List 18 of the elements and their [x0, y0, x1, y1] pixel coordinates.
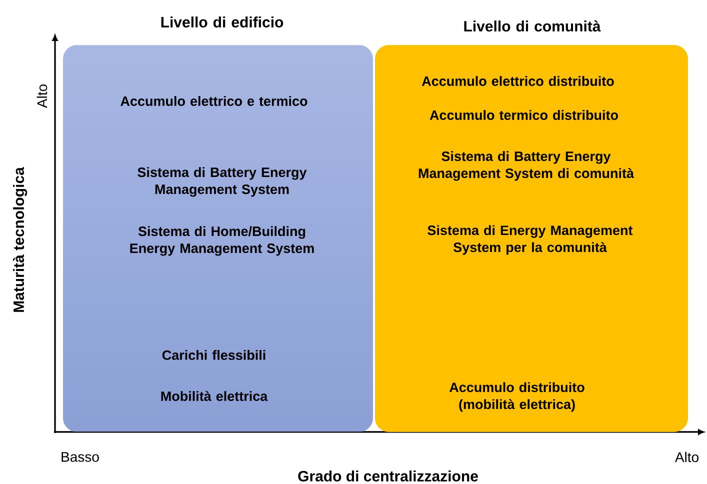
- panel-item: Sistema di Battery Energy Management System di comunità: [418, 151, 634, 181]
- panel-heading: Livello di comunità: [464, 20, 601, 32]
- axis-tick-label: Alto: [674, 452, 698, 462]
- level-panel: [375, 45, 688, 432]
- panel-item: Accumulo elettrico e termico: [120, 96, 308, 106]
- panel-item: Carichi flessibili: [162, 350, 266, 360]
- axis-tick-label: Basso: [62, 452, 99, 462]
- axis-title: Maturità tecnologica: [12, 166, 28, 312]
- panel-item: Accumulo distribuito (mobilità elettrica): [449, 382, 584, 412]
- panel-item: Accumulo elettrico distribuito: [422, 76, 614, 86]
- axis-title: Grado di centralizzazione: [298, 470, 478, 482]
- panel-item: Sistema di Battery Energy Management System: [138, 167, 307, 197]
- panel-item: Sistema di Energy Management System per la comunità: [428, 225, 633, 255]
- panel-item: Mobilità elettrica: [161, 390, 268, 401]
- panel-heading: Livello di edificio: [161, 16, 284, 28]
- panel-item: Accumulo termico distribuito: [430, 110, 618, 120]
- panel-item: Sistema di Home/Building Energy Management System: [130, 226, 314, 256]
- axis-tick-label: Alto: [36, 84, 48, 108]
